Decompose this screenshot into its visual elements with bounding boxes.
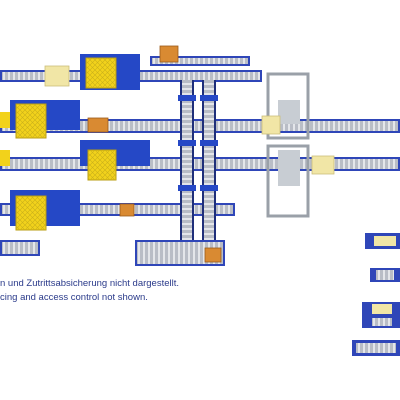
wrapping-station-1 [261, 72, 310, 140]
vertical-transfer-tower-1 [178, 80, 196, 240]
wrapping-station-2 [266, 144, 335, 218]
palletizer-cell-6 [0, 150, 10, 166]
pallet-stack-2 [87, 117, 109, 133]
palletizer-cell-1 [44, 54, 140, 90]
pickup-station-3 [362, 302, 400, 316]
pallet-stack-4 [204, 247, 222, 263]
palletizer-cell-3 [80, 140, 150, 181]
palletizer-cell-2 [10, 100, 80, 139]
conveyor-line-3 [0, 157, 400, 171]
palletizer-cell-5 [0, 112, 10, 128]
pickup-station-4 [362, 316, 400, 328]
pickup-station-1 [365, 233, 400, 249]
lower-left-conveyor [0, 240, 40, 256]
note-german: n und Zutrittsabsicherung nicht dargeste… [0, 278, 180, 289]
pallet-stack-3 [119, 203, 135, 217]
vertical-transfer-tower-2 [200, 80, 218, 240]
palletizer-cell-4 [10, 190, 80, 231]
pickup-station-2 [370, 268, 400, 282]
pickup-station-5 [352, 340, 400, 356]
note-english: cing and access control not shown. [0, 292, 148, 303]
top-feed-conveyor [150, 56, 250, 66]
pallet-stack-1 [159, 45, 179, 63]
